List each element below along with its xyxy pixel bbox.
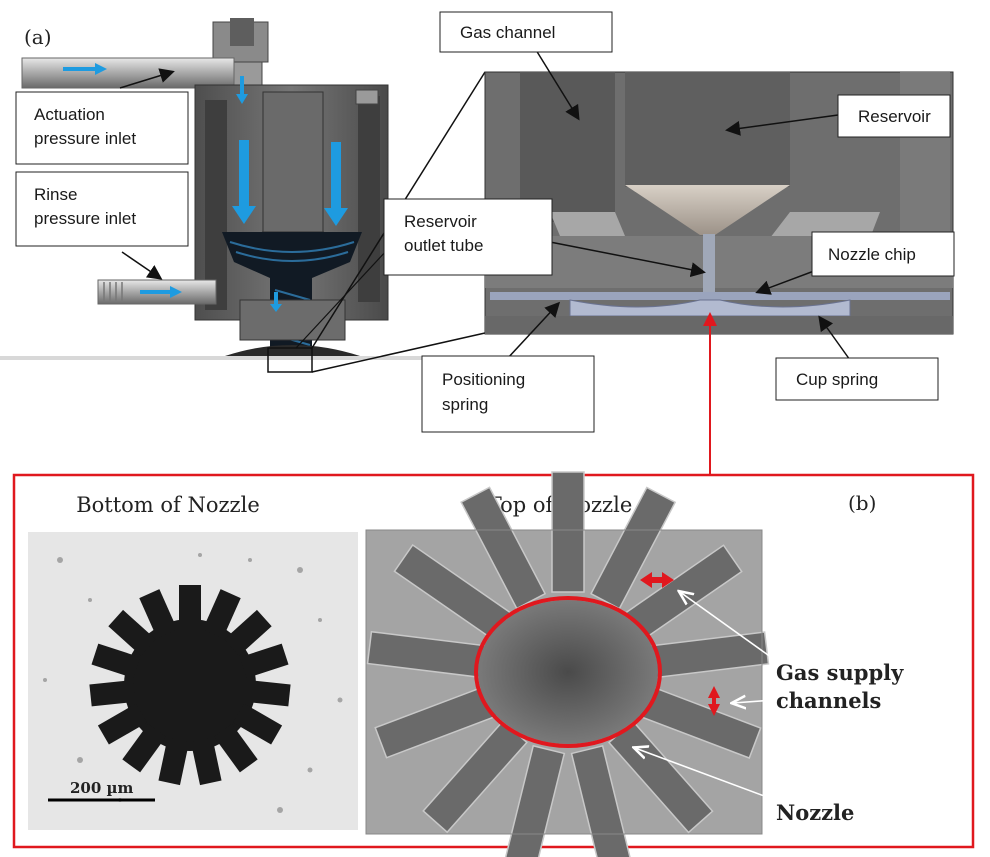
rinse-label-line2: pressure inlet: [34, 209, 136, 228]
white-pointer-arrows: [635, 592, 776, 801]
panel-a-tag: (a): [24, 25, 52, 49]
nozzle-chip-label: Nozzle chip: [828, 245, 916, 264]
reservoir-label: Reservoir: [858, 107, 931, 126]
rinse-label-line1: Rinse: [34, 185, 77, 204]
cup-spring-callout: Cup spring: [775, 357, 939, 401]
gas-channel-label: Gas channel: [460, 23, 555, 42]
device-cross-section: [0, 18, 480, 360]
zoom-region-box: [267, 347, 313, 373]
positioning-label-line2: spring: [442, 395, 488, 414]
actuation-label-line1: Actuation: [34, 105, 105, 124]
gas-supply-label-line1: Gas supply: [776, 660, 904, 685]
zoom-guide-inner: [295, 235, 401, 349]
callout-leaders: [119, 49, 851, 361]
positioning-spring-callout: Positioning spring: [421, 355, 595, 433]
positioning-label-line1: Positioning: [442, 370, 525, 389]
zoom-guide-lower: [311, 332, 486, 373]
gas-channel-callout: Gas channel: [439, 11, 613, 53]
rinse-inlet-callout: Rinse pressure inlet: [15, 171, 189, 247]
red-connector-arrowhead: [703, 312, 717, 326]
channel-width-arrows: [640, 572, 720, 716]
reservoir-outlet-line1: Reservoir: [404, 212, 477, 231]
reservoir-outlet-callout: Reservoir outlet tube: [383, 198, 553, 276]
cup-spring-label: Cup spring: [796, 370, 878, 389]
nozzle-highlight-ring: [474, 596, 662, 748]
reservoir-outlet-line2: outlet tube: [404, 236, 483, 255]
panel-b-tag: (b): [848, 491, 876, 515]
flow-arrows: [63, 63, 348, 312]
bottom-of-nozzle-title: Bottom of Nozzle: [76, 493, 260, 517]
nozzle-label: Nozzle: [776, 800, 854, 825]
gas-supply-label-line2: channels: [776, 688, 881, 713]
actuation-inlet-callout: Actuation pressure inlet: [15, 91, 189, 165]
scale-bar-label: 200 µm: [70, 779, 134, 797]
actuation-label-line2: pressure inlet: [34, 129, 136, 148]
nozzle-chip-callout: Nozzle chip: [811, 231, 955, 277]
reservoir-callout: Reservoir: [837, 94, 951, 138]
top-nozzle-sem-image: [365, 471, 770, 857]
bottom-nozzle-micrograph: [28, 532, 358, 830]
